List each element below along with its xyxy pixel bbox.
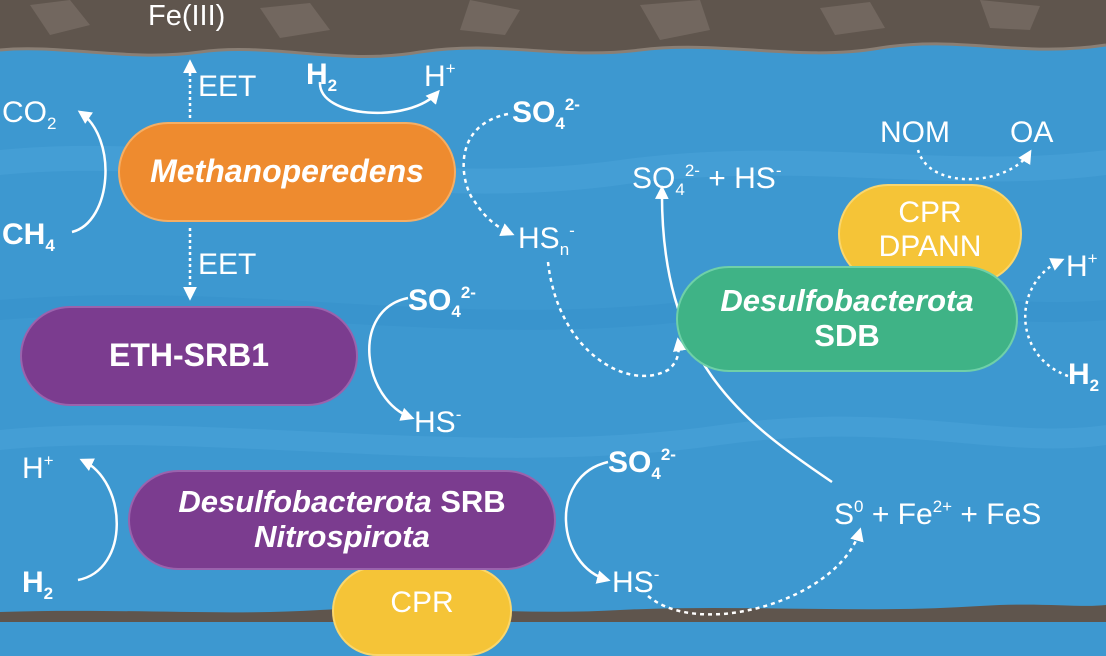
- ch4-label: CH4: [2, 218, 55, 255]
- cpr-bottom-label: CPR: [390, 586, 454, 619]
- hs-to-s0-arrow: [647, 527, 864, 616]
- sdb-pill: Desulfobacterota SDB: [676, 266, 1018, 372]
- s0-to-so4-arrow: [655, 185, 833, 484]
- h2-to-hplus-arrow: [318, 81, 440, 115]
- eth-srb1-name: ETH-SRB1: [108, 337, 269, 374]
- oa-label: OA: [1010, 116, 1054, 149]
- s0-fe-fes-label: S0 + Fe2+ + FeS: [834, 497, 1042, 531]
- hsn-to-sdb-arrow: [546, 261, 687, 378]
- ch4-to-co2-arrow: [71, 110, 107, 234]
- hsn-label: HSn-: [518, 221, 575, 259]
- srb-group-line1: Desulfobacterota SRB: [178, 484, 506, 520]
- fe-iii-label: Fe(III): [148, 0, 226, 32]
- eet-up-label: EET: [198, 70, 257, 103]
- methanoperedens-name: Methanoperedens: [150, 153, 424, 190]
- eet-down-label: EET: [198, 248, 257, 281]
- cpr-pill-bottom: CPR: [332, 566, 512, 656]
- hplus-left-label: H+: [22, 451, 54, 485]
- nom-to-oa-arrow: [916, 149, 1032, 181]
- srb-so4-to-hs-arrow: [564, 460, 611, 584]
- eth-srb1-pill: ETH-SRB1: [20, 306, 358, 406]
- sediment-top-texture: [30, 0, 1040, 40]
- so4-label-top: SO42-: [512, 95, 580, 133]
- h2-label-top: H2: [306, 58, 338, 95]
- eth-so4-to-hs-arrow: [368, 296, 415, 421]
- so4-hs-label: SO42- + HS-: [632, 161, 782, 199]
- srb-group-line2: Nitrospirota: [254, 519, 430, 554]
- sediment-bottom: [0, 604, 1106, 622]
- eth-so4-label: SO42-: [408, 283, 476, 321]
- cpr-dpann-line2: DPANN: [878, 229, 982, 263]
- cpr-dpann-line1: CPR: [898, 196, 962, 229]
- methanoperedens-pill: Methanoperedens: [118, 122, 456, 222]
- sdb-h2-label: H2: [1068, 358, 1100, 395]
- sdb-line2: SDB: [814, 318, 880, 353]
- h2-to-hplus-left-arrow: [77, 458, 118, 582]
- sdb-line1: Desulfobacterota: [720, 283, 974, 319]
- eth-hs-label: HS-: [414, 405, 462, 439]
- co2-label: CO2: [2, 96, 57, 133]
- srb-group-pill: Desulfobacterota SRB Nitrospirota: [128, 470, 556, 570]
- hplus-label-top: H+: [424, 59, 456, 93]
- srb-hs-label: HS-: [612, 565, 660, 599]
- sdb-hplus-label: H+: [1066, 249, 1098, 283]
- nom-label: NOM: [880, 116, 950, 149]
- so4-to-hsn-arrow: [462, 112, 515, 236]
- h2-left-label: H2: [22, 566, 54, 603]
- srb-so4-label: SO42-: [608, 445, 676, 483]
- sediment-top-edge: [0, 42, 1106, 58]
